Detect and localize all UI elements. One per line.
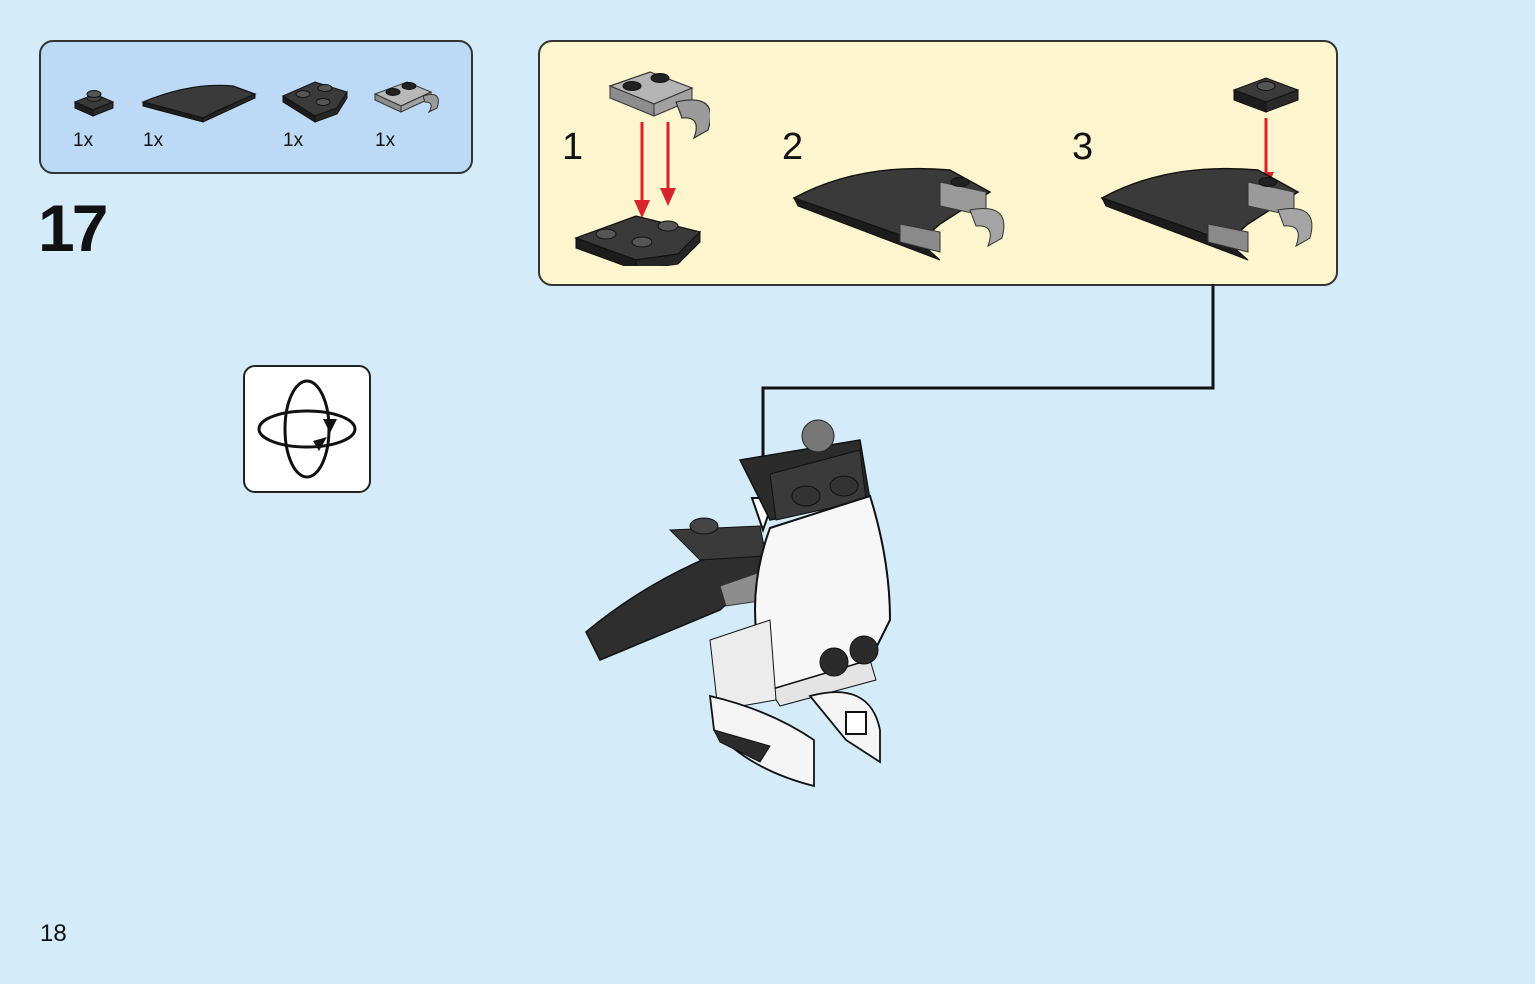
rotate-model-icon (243, 365, 371, 493)
plate-with-clip-gray-icon (373, 68, 445, 124)
wedge-plate-black-icon (281, 68, 353, 124)
parts-list-box: 1x 1x 1x 1x (39, 40, 473, 174)
part-qty: 1x (375, 130, 396, 151)
page-number: 18 (40, 920, 67, 947)
sub-step-number: 1 (562, 126, 584, 168)
part-qty: 1x (283, 130, 304, 151)
sub-assembly-box: 1 2 3 (538, 40, 1338, 286)
step-number: 17 (38, 191, 108, 265)
sub-step-3-illustration (1100, 77, 1313, 261)
part-qty: 1x (73, 130, 94, 151)
part-qty: 1x (143, 130, 164, 151)
plate-1x1-black-icon (71, 80, 117, 120)
sub-step-2-illustration (792, 167, 1005, 261)
sub-step-number: 2 (782, 126, 804, 168)
model-illustration (585, 419, 892, 788)
sub-step-1-illustration (574, 71, 710, 266)
curved-slope-black-icon (141, 80, 257, 124)
sub-step-number: 3 (1072, 126, 1094, 168)
